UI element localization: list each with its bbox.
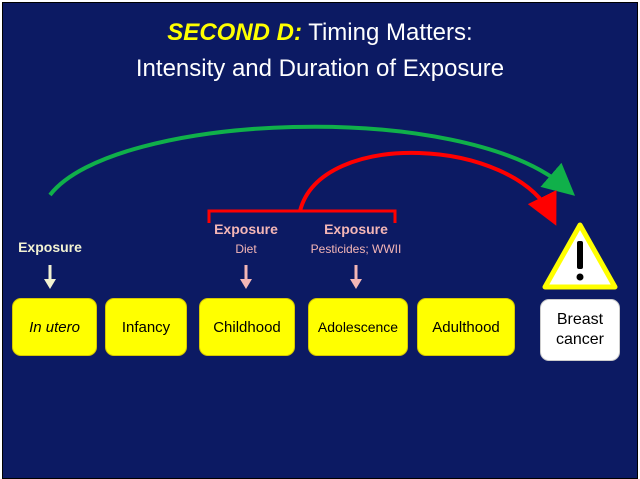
title-line-1: SECOND D: Timing Matters: bbox=[3, 17, 637, 49]
exposure-label-adolescence: Exposure bbox=[324, 221, 388, 237]
warning-triangle-icon bbox=[542, 222, 618, 290]
title-line-2: Intensity and Duration of Exposure bbox=[135, 55, 505, 82]
stage-infancy: Infancy bbox=[105, 298, 187, 356]
down-arrow-adolescence bbox=[350, 265, 362, 289]
stage-in-utero: In utero bbox=[12, 298, 97, 356]
outcome-line-2: cancer bbox=[555, 331, 605, 348]
down-arrow-in-utero bbox=[44, 265, 56, 289]
exposure-bracket bbox=[207, 209, 397, 223]
timeline-arrows bbox=[44, 124, 618, 290]
title-accent: SECOND D: bbox=[167, 19, 302, 46]
outcome-line-1: Breast bbox=[556, 311, 604, 328]
stage-childhood: Childhood bbox=[199, 298, 295, 356]
stage-adolescence: Adolescence bbox=[308, 298, 408, 356]
title-rest: Timing Matters: bbox=[301, 19, 473, 46]
red-arc-arrow bbox=[298, 151, 557, 226]
green-arc-arrow bbox=[48, 124, 576, 197]
outcome-breast-cancer: Breast cancer bbox=[540, 299, 620, 361]
exposure-label-childhood: Exposure bbox=[214, 221, 278, 237]
stage-adulthood: Adulthood bbox=[417, 298, 515, 356]
down-arrow-childhood bbox=[240, 265, 252, 289]
exposure-label-in-utero: Exposure bbox=[18, 239, 82, 255]
exposure-detail-adolescence: Pesticides; WWII bbox=[310, 242, 402, 256]
exposure-detail-childhood: Diet bbox=[235, 242, 257, 256]
